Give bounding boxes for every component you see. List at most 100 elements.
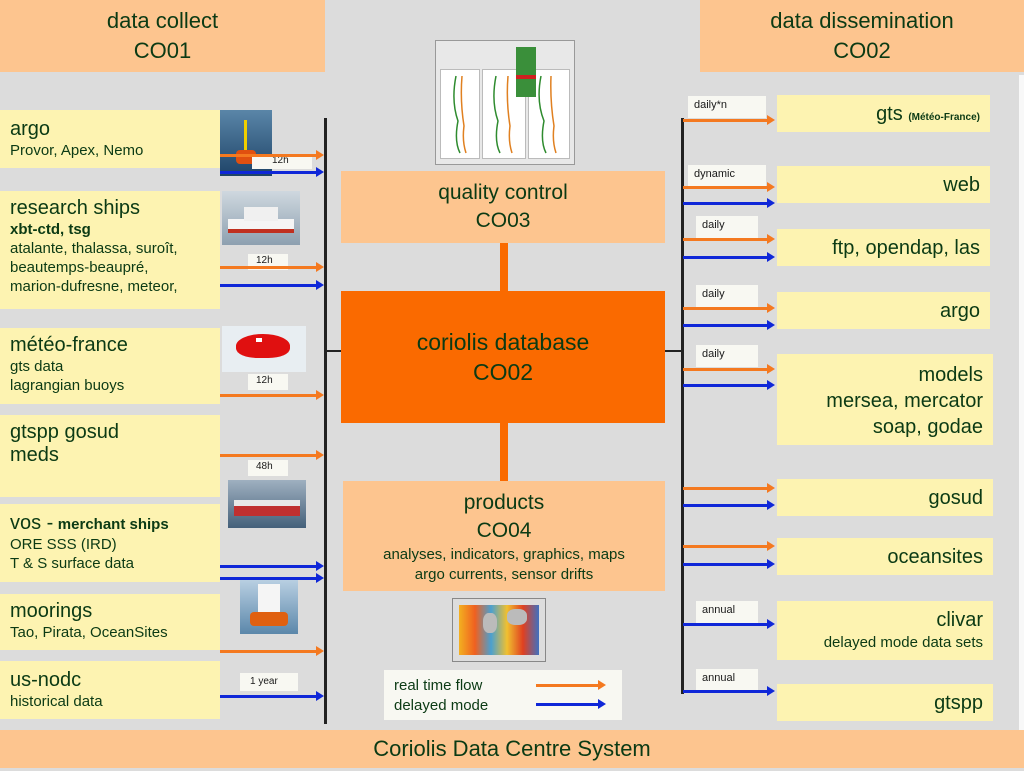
collect-to-db-line [324, 350, 342, 352]
output-clivar-title: clivar [936, 609, 983, 631]
flow-clivar-delayed [683, 619, 775, 629]
freq-tag-gts: daily*n [688, 96, 766, 118]
output-models-line2: mersea, mercator [826, 390, 983, 412]
output-gts-title: gts [876, 103, 903, 125]
freq-tag-gtspp-gosud: 48h [248, 460, 288, 476]
source-us-nodc-title: us-nodc [10, 669, 82, 691]
flow-vos-delayed2 [220, 573, 324, 583]
source-research-ships-title: research ships [10, 197, 141, 219]
flow-ftp-delayed [683, 252, 775, 262]
source-gtspp-gosud-title: gtspp gosud [10, 421, 119, 443]
flow-argo-out-delayed [683, 320, 775, 330]
source-meteo-france-title: météo-france [10, 334, 128, 356]
legend-orange-arrow [536, 680, 606, 690]
research-ship-image [222, 191, 300, 245]
qc-screenshot-image [435, 40, 575, 165]
data-collect-code: CO01 [133, 38, 192, 63]
output-gts: gts (Météo-France) [777, 95, 990, 132]
data-collect-header: data collect CO01 [0, 0, 325, 72]
output-gosud-title: gosud [928, 487, 984, 509]
output-gtspp-title: gtspp [934, 692, 983, 714]
flow-gtspp-realtime [220, 450, 324, 460]
flow-web-realtime [683, 182, 775, 192]
data-dissemination-header: data dissemination CO02 [700, 0, 1024, 72]
mooring-buoy-image [240, 578, 298, 634]
flow-models-realtime [683, 364, 775, 374]
footer-bar: Coriolis Data Centre System [0, 730, 1024, 768]
data-dissemination-title: data dissemination [770, 8, 954, 33]
freq-tag-meteo-france: 12h [248, 374, 288, 390]
freq-tag-ftp: daily [696, 216, 758, 238]
buoy-image [222, 326, 306, 372]
source-research-ships-bold: xbt-ctd, tsg [10, 221, 91, 238]
source-vos-sub1: ORE SSS (IRD) [10, 536, 117, 553]
freq-tag-us-nodc: 1 year [240, 673, 298, 691]
output-web-title: web [943, 174, 980, 196]
flow-vos-delayed [220, 561, 324, 571]
source-argo-title: argo [10, 118, 51, 140]
products-desc2: argo currents, sensor drifts [414, 566, 594, 583]
freq-tag-web: dynamic [688, 165, 766, 187]
data-collect-title: data collect [106, 8, 219, 33]
source-meteo-france-sub2: lagrangian buoys [10, 377, 125, 394]
flow-web-delayed [683, 198, 775, 208]
qc-db-connector [500, 243, 508, 291]
coriolis-database-box: coriolis database CO02 [341, 291, 665, 423]
flow-gtspp-delayed [683, 686, 775, 696]
data-dissemination-code: CO02 [833, 38, 891, 63]
output-ftp: ftp, opendap, las [777, 229, 990, 266]
flow-ships-delayed [220, 280, 324, 290]
output-oceansites-title: oceansites [887, 546, 983, 568]
quality-control-code: CO03 [475, 209, 531, 232]
freq-tag-clivar: annual [696, 601, 758, 623]
legend-realtime-label: real time flow [394, 677, 483, 694]
flow-oceansites-delayed [683, 559, 775, 569]
flow-oceansites-realtime [683, 541, 775, 551]
flow-argo-realtime [220, 150, 324, 160]
flow-ships-realtime [220, 262, 324, 272]
output-gts-subtitle: (Météo-France) [908, 112, 980, 123]
source-moorings-sub: Tao, Pirata, OceanSites [10, 624, 168, 641]
output-ftp-title: ftp, opendap, las [832, 237, 980, 259]
flow-models-delayed [683, 380, 775, 390]
flow-gosud-realtime [683, 483, 775, 493]
output-web: web [777, 166, 990, 203]
quality-control-box: quality control CO03 [341, 171, 665, 243]
source-vos-title: vos - [10, 512, 54, 534]
legend-delayed-label: delayed mode [394, 697, 489, 714]
output-gosud: gosud [777, 479, 993, 516]
footer-title: Coriolis Data Centre System [373, 736, 651, 761]
coriolis-database-title: coriolis database [416, 329, 590, 355]
freq-tag-argo: 12h [252, 155, 312, 169]
source-argo-sub: Provor, Apex, Nemo [10, 142, 144, 159]
products-title: products [463, 491, 545, 514]
output-models-title: models [918, 364, 983, 386]
source-gtspp-gosud-title2: meds [10, 444, 59, 466]
ocean-map-image [452, 598, 546, 662]
source-research-ships-sub1: atalante, thalassa, suroît, [10, 240, 178, 257]
products-code: CO04 [476, 519, 532, 542]
source-vos-title-line: vos - merchant ships [10, 512, 210, 535]
freq-tag-gtspp: annual [696, 669, 758, 691]
source-research-ships: research ships xbt-ctd, tsg atalante, th… [0, 191, 220, 309]
db-to-dissemination-line [665, 350, 683, 352]
output-argo: argo [777, 292, 990, 329]
right-edge-strip [1019, 75, 1024, 730]
output-models-line3: soap, godae [872, 416, 983, 438]
merchant-ship-image [228, 480, 306, 528]
source-meteo-france: météo-france gts data lagrangian buoys [0, 328, 220, 404]
flow-argo-delayed [220, 167, 324, 177]
db-products-connector [500, 423, 508, 481]
output-argo-title: argo [939, 300, 980, 322]
source-vos-sub2: T & S surface data [10, 555, 134, 572]
flow-meteo-realtime [220, 390, 324, 400]
source-meteo-france-sub1: gts data [10, 358, 64, 375]
collect-bus-line [324, 118, 327, 724]
freq-tag-argo: daily [696, 285, 758, 307]
source-moorings: moorings Tao, Pirata, OceanSites [0, 594, 220, 650]
output-gtspp: gtspp [777, 684, 993, 721]
flow-ftp-realtime [683, 234, 775, 244]
source-research-ships-sub3: marion-dufresne, meteor, [10, 278, 178, 295]
source-gtspp-gosud: gtspp gosud meds [0, 415, 220, 497]
freq-tag-models: daily [696, 345, 758, 367]
